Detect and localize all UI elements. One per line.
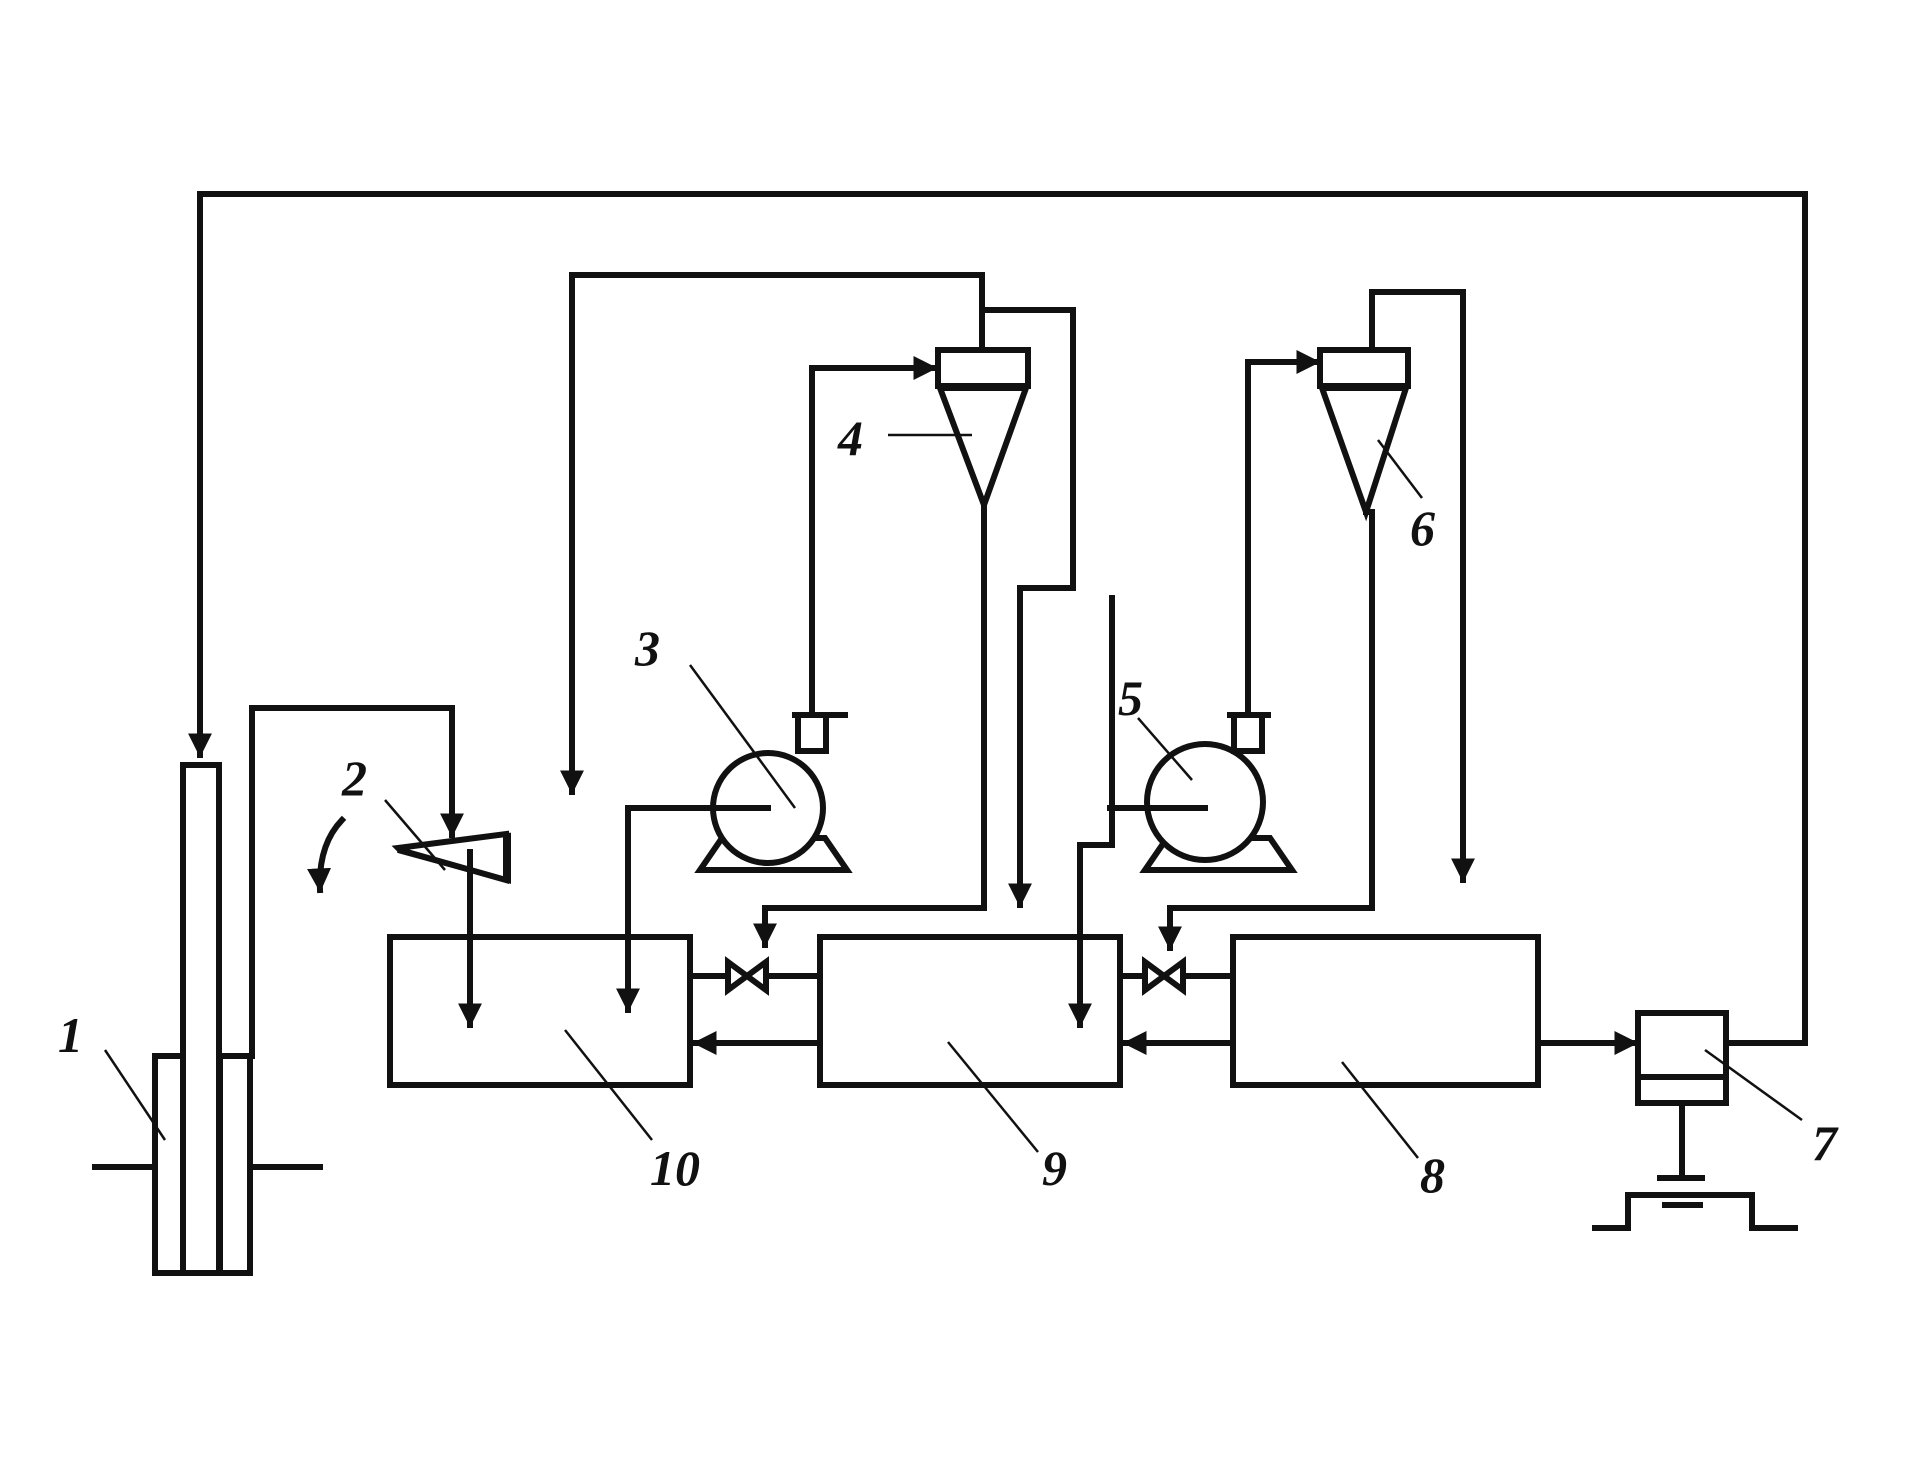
leader-lines <box>103 433 1803 1159</box>
equipment-2-separator <box>307 815 511 894</box>
line-pump-3-to-4 <box>809 356 938 718</box>
label-2: 2 <box>341 750 367 806</box>
valve-10-9 <box>687 956 823 996</box>
hydrocyclone-6 <box>1317 347 1411 522</box>
underflow-4-to-valve <box>753 502 987 948</box>
label-4: 4 <box>837 410 863 466</box>
label-5: 5 <box>1118 670 1143 726</box>
tank-8 <box>1230 934 1541 1088</box>
overflow-4-return <box>560 272 985 795</box>
overflow-6-to-8 <box>1369 289 1475 883</box>
label-8: 8 <box>1420 1147 1445 1203</box>
line-1-to-2 <box>234 705 464 1059</box>
equipment-7 <box>1592 1010 1798 1231</box>
valve-9-8 <box>1117 956 1236 996</box>
label-6: 6 <box>1410 500 1435 556</box>
label-7: 7 <box>1812 1115 1839 1171</box>
line-pump-5-to-6 <box>1245 350 1321 718</box>
overflow-4-to-9 <box>979 307 1076 908</box>
tank-9 <box>817 934 1123 1088</box>
underflow-6-to-valve <box>1158 509 1375 951</box>
label-9: 9 <box>1042 1140 1067 1196</box>
recycle-line-7-to-1 <box>188 191 1808 1046</box>
rotation-arrow-icon <box>307 815 347 894</box>
pump-5 <box>1107 712 1298 873</box>
equipment-1-column <box>92 762 323 1276</box>
label-3: 3 <box>634 620 660 676</box>
label-1: 1 <box>58 1007 83 1063</box>
tank-10 <box>387 934 693 1088</box>
pump-3 <box>625 712 853 873</box>
hydrocyclone-4 <box>935 347 1031 514</box>
label-10: 10 <box>650 1140 700 1196</box>
line-to-tank-9 <box>1068 595 1115 1028</box>
